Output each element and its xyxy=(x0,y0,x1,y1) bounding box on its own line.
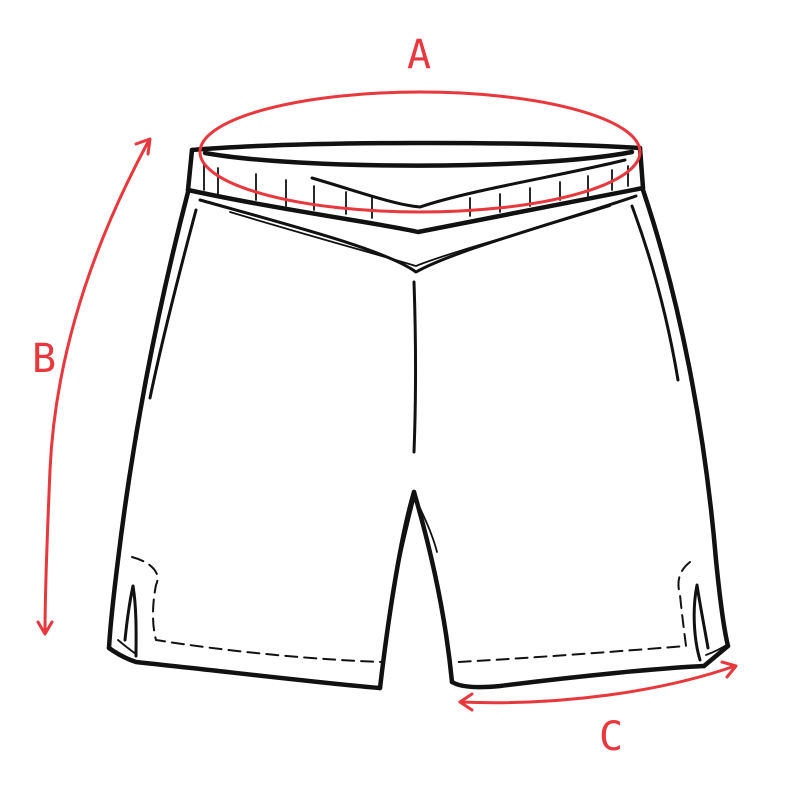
waistband-top-edge xyxy=(189,140,643,153)
measure-a-waist-ellipse xyxy=(198,90,642,214)
measurement-guides: A B C xyxy=(32,32,738,760)
measure-a-label: A xyxy=(407,32,431,78)
center-front-seam xyxy=(412,280,417,454)
waistband-left-side xyxy=(185,147,195,193)
measure-b-arrowhead-bottom xyxy=(36,620,54,636)
left-hem-stitch xyxy=(131,556,383,663)
left-leg-bottom xyxy=(106,645,383,691)
shorts-drawing xyxy=(106,140,731,691)
measure-c-label: C xyxy=(599,714,623,760)
crotch-fold-left xyxy=(390,499,415,607)
right-outer-side xyxy=(640,187,731,649)
right-leg-bottom xyxy=(449,663,707,690)
left-side-slit xyxy=(123,584,138,658)
left-side-stripe xyxy=(148,208,198,400)
measure-b-label: B xyxy=(32,336,56,382)
crotch-fold-right xyxy=(415,499,438,553)
right-side-slit xyxy=(692,583,710,662)
front-yoke-seam-inner xyxy=(229,205,611,267)
right-side-stripe xyxy=(630,204,680,382)
right-side-slit-inner xyxy=(705,643,729,656)
right-leg-bottom-corner xyxy=(701,643,731,669)
measure-b-length-arrow xyxy=(43,140,150,634)
measure-c-arrowhead-right xyxy=(720,660,738,679)
waistband-inner-back xyxy=(202,149,635,168)
left-outer-side xyxy=(106,189,191,651)
measure-b-arrowhead-top xyxy=(134,137,152,156)
measure-c-arrowhead-left xyxy=(458,692,474,712)
left-side-slit-inner xyxy=(117,639,137,655)
measure-c-leg-arrow xyxy=(458,664,737,705)
waistband-inner-fold xyxy=(310,158,627,209)
waistband-bottom-edge xyxy=(185,185,646,235)
right-inseam xyxy=(411,489,455,685)
right-hem-stitch xyxy=(457,561,691,663)
